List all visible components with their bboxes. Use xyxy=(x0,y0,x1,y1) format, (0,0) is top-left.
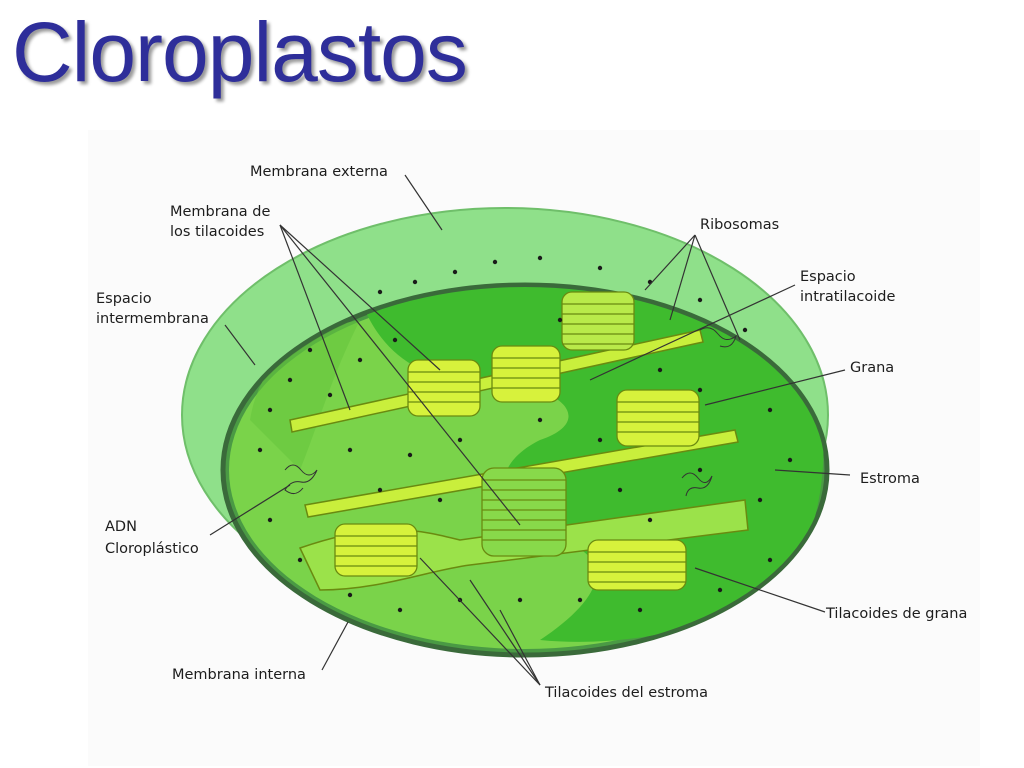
label-espacio-intratilacoide-line2: intratilacoide xyxy=(800,289,895,305)
label-ribosomas: Ribosomas xyxy=(700,217,779,233)
label-estroma: Estroma xyxy=(860,471,920,487)
label-membrana-externa: Membrana externa xyxy=(250,164,388,180)
granum xyxy=(491,345,561,403)
granum xyxy=(334,523,418,577)
label-espacio-intermembrana: Espacio xyxy=(96,291,152,307)
label-espacio-intratilacoide: Espacio xyxy=(800,269,856,285)
label-tilacoides-estroma: Tilacoides del estroma xyxy=(544,685,708,701)
page-title: Cloroplastos xyxy=(12,5,468,99)
ribosome-dots xyxy=(257,255,793,613)
leader-lines xyxy=(209,174,851,686)
label-adn-line2: Cloroplástico xyxy=(105,541,199,557)
label-membrana-interna: Membrana interna xyxy=(172,667,306,683)
granum xyxy=(587,539,687,591)
label-membrana-tilacoides-line2: los tilacoides xyxy=(170,224,264,240)
stroma-dark-regions xyxy=(250,287,824,642)
label-tilacoides-grana: Tilacoides de grana xyxy=(825,606,967,622)
label-adn: ADN xyxy=(105,519,137,535)
granum xyxy=(407,359,481,417)
granum xyxy=(481,467,567,557)
grana-stacks xyxy=(334,291,700,591)
label-espacio-intermembrana-line2: intermembrana xyxy=(96,311,209,327)
dna-icon xyxy=(284,327,737,497)
granum xyxy=(616,389,700,447)
granum xyxy=(561,291,635,351)
label-grana: Grana xyxy=(850,360,894,376)
label-membrana-tilacoides: Membrana de xyxy=(170,204,270,220)
